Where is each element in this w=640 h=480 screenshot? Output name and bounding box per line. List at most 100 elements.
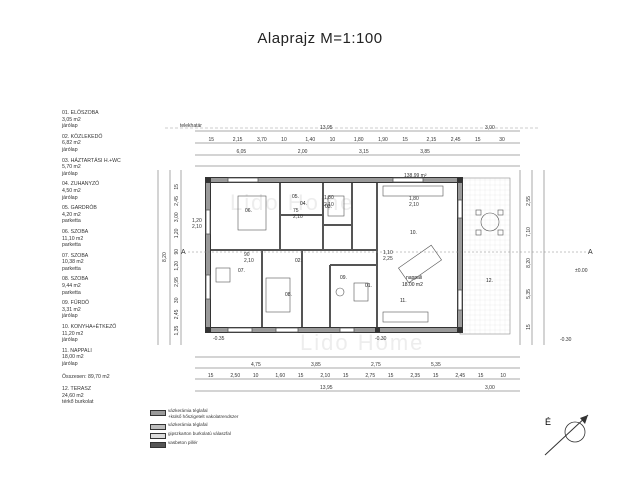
top-dimension: 30: [499, 137, 505, 143]
legend-room-floor: parketta: [62, 289, 81, 296]
left-dimension: 1,20: [174, 228, 180, 238]
legend-room-area: 5,70 m2: [62, 164, 81, 171]
material-swatch: [150, 410, 166, 416]
bottom-dimension: 2,75: [365, 373, 375, 379]
top-dimension: 2,15: [427, 137, 437, 143]
top-dimension: 10: [281, 137, 287, 143]
material-sublabel: +külső hőszigetelt vakolatrendszer: [168, 414, 239, 419]
concrete-columns: [206, 178, 462, 332]
top-dimension: 3,70: [257, 137, 267, 143]
opening-height: 2,10: [192, 224, 202, 230]
legend-room-area: 11,20 m2: [62, 330, 84, 337]
legend-room-area: 18,00 m2: [62, 354, 84, 361]
top-dimension: 1,90: [378, 137, 388, 143]
windows: [205, 177, 463, 333]
top-dimension: 1,80: [354, 137, 364, 143]
level-minus-entrance: -0.30: [375, 336, 387, 342]
opening-height: 1,20: [192, 218, 202, 224]
bottom-dimension-inner: 4,75: [251, 362, 261, 368]
bottom-dimension: 1,60: [275, 373, 285, 379]
level-minus-right: -0.30: [560, 337, 572, 343]
living-area: 18.00 m2: [402, 282, 423, 288]
legend-room-area: 3,05 m2: [62, 116, 81, 123]
legend-room-floor: járólap: [62, 123, 78, 130]
legend-room-name: 11. NAPPALI: [62, 347, 92, 354]
right-dimension: 8,20: [526, 258, 532, 268]
room-label: 08.: [285, 292, 292, 298]
opening-height: 90: [244, 252, 250, 258]
material-label: gipszkarton burkolatú válaszfal: [168, 431, 231, 436]
top-dimension-inner: 6,05: [236, 149, 246, 155]
terrace: [459, 177, 511, 335]
legend-room-floor: járólap: [62, 313, 78, 320]
room-label: 03.: [325, 204, 332, 210]
bottom-dimension-inner: 5,35: [431, 362, 441, 368]
legend-room-name: 01. ELŐSZOBA: [62, 110, 99, 116]
top-overall-dimension: 13,95: [320, 125, 333, 131]
material-swatch: [150, 424, 166, 430]
legend-room-name: 08. SZOBA: [62, 276, 89, 283]
room-label: 02.: [295, 258, 302, 264]
level-minus-left: -0.35: [213, 336, 225, 342]
left-dimension-lines: [157, 170, 182, 345]
material-swatch: [150, 433, 166, 439]
legend-room-area: 6,82 m2: [62, 140, 81, 147]
terrace-label: 12.: [486, 278, 493, 284]
left-dimension: 30: [174, 297, 180, 303]
left-dimension: 1,35: [174, 326, 180, 336]
bottom-dimension: 2,35: [410, 373, 420, 379]
top-dimension-inner: 3,85: [420, 149, 430, 155]
legend-room-name: 07. SZOBA: [62, 252, 89, 259]
bottom-dimension: 2,50: [230, 373, 240, 379]
left-dimension: 15: [174, 184, 180, 190]
legend-room-area: 3,31 m2: [62, 306, 81, 313]
legend-room-floor: járólap: [62, 146, 78, 153]
page-title: Alaprajz M=1:100: [257, 30, 383, 47]
room-label: 07.: [238, 268, 245, 274]
room-label: 10.: [410, 230, 417, 236]
material-label: vázkerámia téglafal: [168, 422, 208, 427]
room-label: 11.: [400, 298, 407, 304]
terrace-area: 138.99 m²: [404, 173, 427, 179]
top-dimension: 2,45: [451, 137, 461, 143]
left-overall-dimension: 8,20: [162, 252, 168, 262]
bottom-dimension: 10: [253, 373, 259, 379]
section-marker-right: A: [588, 249, 593, 256]
legend-room-name: 06. SZOBA: [62, 228, 89, 235]
room-label: 01.: [365, 283, 372, 289]
bottom-dimension-lines: [195, 356, 520, 392]
room-label: 05.: [292, 194, 299, 200]
legend-room-name: 03. HÁZTARTÁSI H.+WC: [62, 157, 121, 164]
bottom-dimension: 2,10: [320, 373, 330, 379]
top-dimension-lines: [195, 130, 520, 167]
legend-room-area: 4,20 m2: [62, 211, 81, 218]
legend-room-floor: parketta: [62, 218, 81, 225]
left-dimension: 3,00: [174, 212, 180, 222]
left-dimension: 1,20: [174, 261, 180, 271]
material-label: vázkerámia téglafal: [168, 408, 208, 413]
legend-room-name: 10. KONYHA+ÉTKEZŐ: [62, 324, 117, 331]
opening-height: 1,80: [324, 195, 334, 201]
legend-terrace-name: 12. TERASZ: [62, 386, 92, 393]
watermark: Lido Home: [300, 330, 424, 355]
opening-height: 1,10: [383, 250, 393, 256]
bottom-dimension: 10: [500, 373, 506, 379]
bottom-dimension: 15: [298, 373, 304, 379]
top-terrace-dimension: 3,00: [485, 125, 495, 131]
top-dimension: 2,15: [233, 137, 243, 143]
top-dimension: 15: [402, 137, 408, 143]
room-label: 06.: [245, 208, 252, 214]
legend-room-area: 4,50 m2: [62, 187, 81, 194]
bottom-overall-dimension: 13,95: [320, 385, 333, 391]
top-dimension: 15: [475, 137, 481, 143]
right-dimension: 2,55: [526, 196, 532, 206]
legend-room-area: 10,38 m2: [62, 259, 84, 266]
section-marker-left: A: [181, 249, 186, 256]
